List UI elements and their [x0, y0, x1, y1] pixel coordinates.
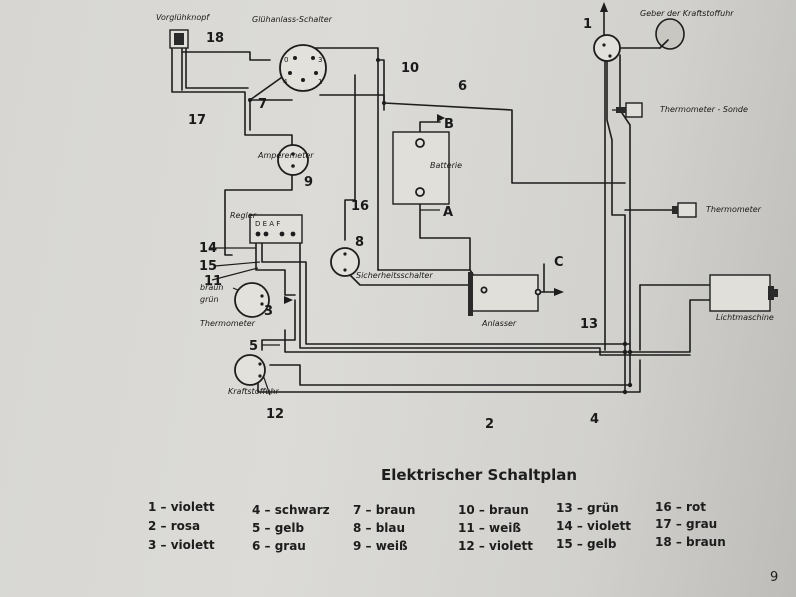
wire-number-6: 6	[458, 79, 467, 94]
wire-number-12: 12	[266, 407, 284, 422]
letter-b: B	[444, 117, 454, 132]
geber-kraftstoffuhr	[593, 18, 685, 62]
page-title: Elektrischer Schaltplan	[381, 466, 578, 484]
wire-number-11: 11	[204, 274, 222, 289]
wire-number-17: 17	[188, 113, 206, 128]
legend-item: 7 – braun	[353, 503, 416, 517]
wire-number-5: 5	[249, 339, 258, 354]
wire-number-8: 8	[355, 235, 364, 250]
label-vorgluehknopf: Vorglühknopf	[156, 13, 210, 22]
letter-c: C	[554, 255, 564, 270]
lichtmaschine	[709, 274, 778, 312]
wire-number-16: 16	[351, 199, 369, 214]
thermometer-gauge	[234, 282, 270, 318]
gluehanlass-schalter: 0 3 4 1	[279, 44, 327, 92]
svg-text:1: 1	[318, 78, 322, 86]
legend-item: 9 – weiß	[353, 539, 408, 553]
wiring-diagram: 0 3 4 1	[156, 2, 778, 432]
legend-item: 3 – violett	[148, 538, 215, 552]
label-gluehanlass-schalter: Glühanlass-Schalter	[252, 15, 333, 24]
legend-item: 1 – violett	[148, 500, 215, 514]
wire-number-3: 3	[264, 304, 273, 319]
legend-item: 13 – grün	[556, 501, 619, 515]
thermometer-sonde	[616, 102, 643, 118]
legend-item: 8 – blau	[353, 521, 406, 535]
wire-number-14: 14	[199, 241, 217, 256]
svg-text:0: 0	[284, 56, 288, 64]
label-batterie: Batterie	[430, 161, 462, 170]
regler	[249, 214, 303, 244]
wire-number-18: 18	[206, 31, 224, 46]
wire-number-1: 1	[583, 17, 592, 32]
legend-item: 18 – braun	[655, 535, 726, 549]
label-lichtmaschine: Lichtmaschine	[716, 313, 774, 322]
wire-number-15: 15	[199, 259, 217, 274]
amperemeter	[277, 144, 309, 176]
legend-item: 5 – gelb	[252, 521, 305, 535]
legend-item: 6 – grau	[252, 539, 306, 553]
legend-item: 11 – weiß	[458, 521, 522, 535]
wire-number-10: 10	[401, 61, 419, 76]
thermometer-sensor	[672, 202, 697, 218]
legend-item: 16 – rot	[655, 500, 706, 514]
wire-number-2: 2	[485, 417, 494, 432]
legend-item: 17 – grau	[655, 517, 718, 531]
wire-color-legend: 1 – violett 2 – rosa 3 – violett 4 – sch…	[0, 500, 796, 560]
sicherheitsschalter	[330, 247, 360, 277]
label-regler-terminals: D E A F	[255, 220, 280, 228]
label-geber: Geber der Kraftstoffuhr	[640, 9, 734, 18]
legend-item: 15 – gelb	[556, 537, 617, 551]
label-thermometer-sonde: Thermometer - Sonde	[660, 105, 748, 114]
legend-item: 10 – braun	[458, 503, 529, 517]
legend-item: 12 – violett	[458, 539, 533, 553]
batterie	[392, 131, 450, 205]
svg-text:3: 3	[318, 56, 322, 64]
svg-text:4: 4	[283, 78, 288, 86]
legend-item: 2 – rosa	[148, 519, 201, 533]
letter-a: A	[443, 205, 453, 220]
wire-number-9: 9	[304, 175, 313, 190]
wire-number-13: 13	[580, 317, 598, 332]
label-gruen: grün	[200, 295, 219, 304]
label-sicherheitsschalter: Sicherheitsschalter	[356, 271, 433, 280]
label-braun: braun	[200, 283, 223, 292]
page-number: 9	[770, 570, 779, 585]
label-regler: Regler	[230, 211, 257, 220]
kraftstoffuhr	[234, 354, 266, 386]
wire-number-7: 7	[258, 97, 267, 112]
vorgluehknopf	[169, 29, 189, 49]
label-thermometer-left: Thermometer	[200, 319, 256, 328]
anlasser	[468, 272, 542, 316]
legend-item: 14 – violett	[556, 519, 631, 533]
label-thermometer-right: Thermometer	[706, 205, 762, 214]
label-amperemeter: Amperemeter	[257, 151, 314, 160]
legend-item: 4 – schwarz	[252, 503, 330, 517]
label-anlasser: Anlasser	[481, 319, 517, 328]
label-kraftstoffuhr: Kraftstoffuhr	[228, 387, 280, 396]
wire-number-4: 4	[590, 412, 599, 427]
